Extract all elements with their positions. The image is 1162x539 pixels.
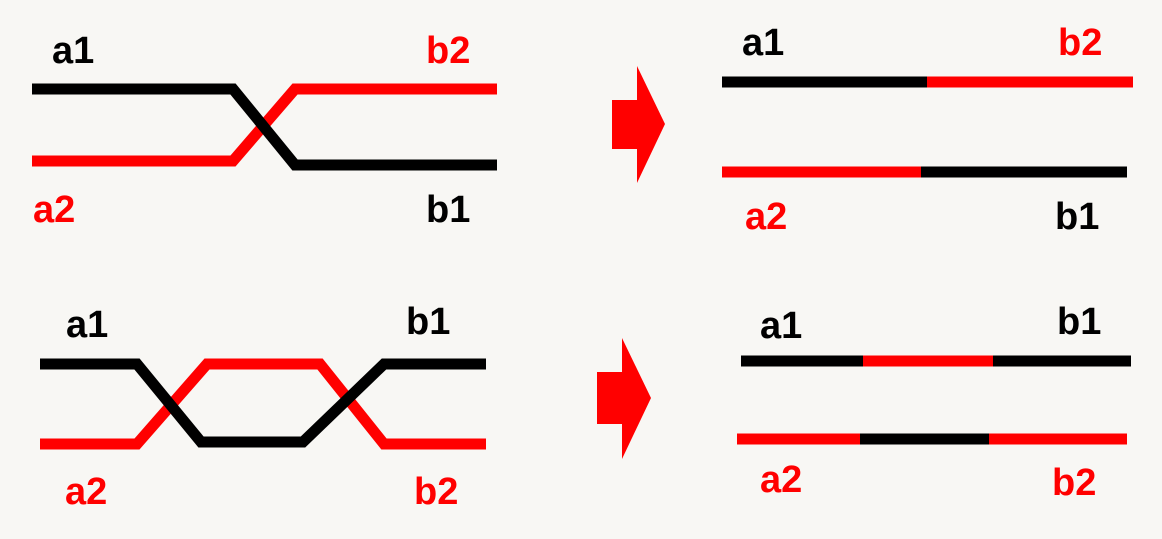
label-b1: b1 bbox=[1057, 301, 1101, 343]
label-b2: b2 bbox=[414, 471, 458, 513]
label-a2: a2 bbox=[65, 471, 107, 513]
label-a1: a1 bbox=[760, 305, 802, 347]
single-crossover-after: a1 b2 a2 b1 bbox=[722, 22, 1133, 238]
label-b2: b2 bbox=[426, 30, 470, 72]
label-b2: b2 bbox=[1058, 22, 1102, 64]
single-crossover-before: a1 b2 a2 b1 bbox=[32, 30, 497, 231]
label-a1: a1 bbox=[52, 30, 94, 72]
strand-a1-b1 bbox=[40, 358, 486, 448]
label-b1: b1 bbox=[1055, 196, 1099, 238]
label-a1: a1 bbox=[66, 304, 108, 346]
strand-a2-b2 bbox=[40, 358, 486, 450]
double-crossover-after: a1 b1 a2 b2 bbox=[737, 301, 1131, 504]
label-a2: a2 bbox=[760, 459, 802, 501]
arrow-right-icon bbox=[597, 338, 651, 459]
label-a2: a2 bbox=[745, 196, 787, 238]
strand-a1-b1 bbox=[32, 83, 497, 171]
label-b2: b2 bbox=[1052, 462, 1096, 504]
double-crossover-before: a1 b1 a2 b2 bbox=[40, 301, 486, 513]
label-b1: b1 bbox=[406, 301, 450, 343]
label-a2: a2 bbox=[33, 189, 75, 231]
arrow-right-icon bbox=[612, 66, 665, 183]
label-b1: b1 bbox=[426, 189, 470, 231]
label-a1: a1 bbox=[742, 22, 784, 64]
